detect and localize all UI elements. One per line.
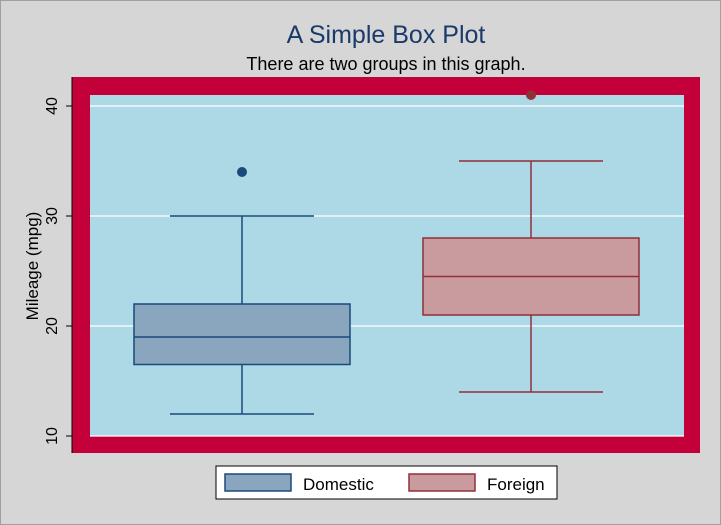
y-tick-label-40: 40 bbox=[44, 97, 61, 115]
outlier-point bbox=[237, 167, 247, 177]
legend-swatch-foreign bbox=[408, 473, 476, 492]
box-iqr bbox=[133, 303, 351, 366]
y-tick-label-10: 10 bbox=[44, 427, 61, 445]
boxes bbox=[133, 90, 640, 415]
legend-label-foreign: Foreign bbox=[487, 475, 545, 494]
chart-title: A Simple Box Plot bbox=[287, 21, 486, 49]
y-axis-label: Mileage (mpg) bbox=[23, 212, 42, 321]
y-tick-label-30: 30 bbox=[44, 207, 61, 225]
box-group-foreign bbox=[422, 90, 640, 393]
y-tick-label-20: 20 bbox=[44, 317, 61, 335]
outlier-point bbox=[526, 90, 536, 100]
chart-subtitle: There are two groups in this graph. bbox=[246, 54, 525, 74]
y-axis-ticks: 10 20 30 40 bbox=[44, 97, 72, 445]
legend: Domestic Foreign bbox=[215, 465, 558, 500]
legend-label-domestic: Domestic bbox=[303, 475, 374, 494]
legend-swatch-domestic bbox=[224, 473, 292, 492]
box-group-domestic bbox=[133, 167, 351, 415]
